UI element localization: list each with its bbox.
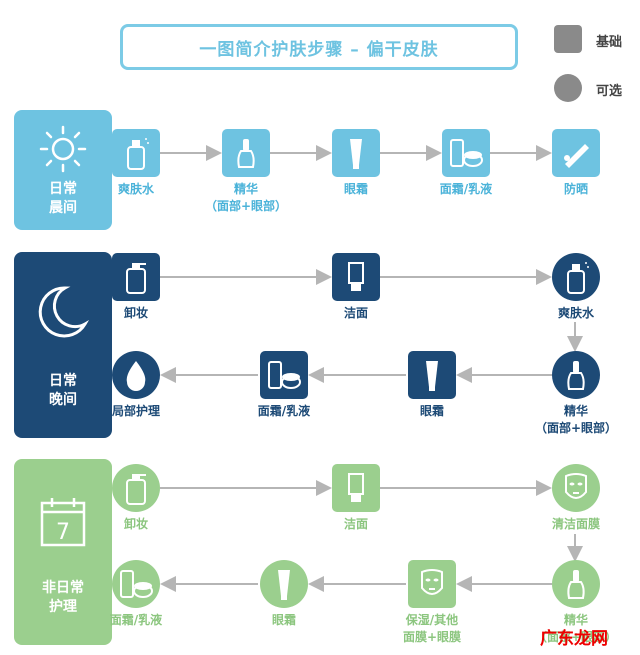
tube-icon [350, 139, 362, 169]
eye-cream-node [408, 351, 456, 399]
special-step-label: 面霜/乳液 [109, 613, 163, 627]
morning-step-sublabel: （面部+眼部） [204, 199, 288, 213]
watermark-text: 广东龙网 [540, 629, 608, 649]
legend-basic-label: 基础 [596, 35, 623, 50]
morning-step-label: 眼霜 [343, 182, 368, 196]
evening-step-sublabel: （面部+眼部） [534, 421, 618, 435]
legend-square-icon [554, 25, 582, 53]
face-mask-icon [565, 473, 587, 499]
spot-treatment-node [112, 351, 160, 399]
cleanser-node [332, 253, 380, 301]
legend-optional-label: 可选 [596, 84, 623, 99]
cream-jar-icon [268, 361, 301, 389]
evening-step-label: 眼霜 [419, 404, 444, 418]
toner-node [112, 129, 160, 177]
evening-step-label: 局部护理 [111, 404, 160, 418]
cream-jar-icon [120, 570, 153, 598]
makeup-remover-node [112, 464, 160, 512]
serum-node [222, 129, 270, 177]
cleanser-tube-icon [348, 473, 364, 502]
squeeze-tube-icon [564, 144, 589, 168]
morning-panel-line2: 晨间 [49, 200, 77, 216]
morning-panel: 日常 晨间 [14, 110, 112, 230]
eye-cream-node [332, 129, 380, 177]
cleanser-tube-icon [348, 262, 364, 291]
sunscreen-node [552, 129, 600, 177]
special-step-sublabel: （面部+眼部） [534, 630, 618, 644]
cream-jar-icon [450, 139, 483, 167]
cleanser-node [332, 464, 380, 512]
spray-bottle-icon [567, 262, 589, 294]
special-step-label: 洁面 [343, 517, 368, 531]
evening-panel-line1: 日常 [49, 373, 77, 389]
tube-icon [278, 570, 290, 600]
special-step-label: 卸妆 [123, 517, 148, 531]
eye-cream-node [260, 560, 308, 608]
special-step-label: 眼霜 [271, 613, 296, 627]
special-panel-line2: 护理 [49, 599, 77, 615]
toner-node [552, 253, 600, 301]
pump-bottle-icon [126, 474, 146, 505]
special-step-label: 保湿/其他 [405, 613, 459, 627]
evening-panel-line2: 晚间 [49, 392, 77, 408]
serum-node [552, 351, 600, 399]
special-step-label: 精华 [563, 613, 588, 627]
pump-bottle-icon [126, 263, 146, 294]
morning-step-label: 面霜/乳液 [439, 182, 493, 196]
cream-node [112, 560, 160, 608]
morning-step-label: 爽肤水 [117, 182, 154, 196]
evening-step-label: 卸妆 [123, 306, 148, 320]
clay-mask-node [552, 464, 600, 512]
evening-step-label: 面霜/乳液 [257, 404, 311, 418]
special-step-label: 清洁面膜 [551, 517, 600, 531]
droplet-icon [126, 361, 146, 391]
makeup-remover-node [112, 253, 160, 301]
page-title: 一图简介护肤步骤 – 偏干皮肤 [120, 24, 518, 70]
serum-node [552, 560, 600, 608]
dropper-bottle-icon [567, 361, 585, 390]
evening-step-label: 精华 [563, 404, 588, 418]
special-panel-line1: 非日常 [42, 580, 84, 596]
cream-node [260, 351, 308, 399]
evening-step-label: 爽肤水 [557, 306, 594, 320]
tube-icon [426, 361, 438, 391]
calendar-icon: 7 [40, 498, 86, 547]
dropper-bottle-icon [567, 570, 585, 599]
cream-node [442, 129, 490, 177]
spray-bottle-icon [127, 138, 149, 170]
face-mask-icon [421, 569, 443, 595]
morning-step-label: 精华 [233, 182, 258, 196]
evening-step-label: 洁面 [343, 306, 368, 320]
legend-circle-icon [554, 74, 582, 102]
hydrating-mask-node [408, 560, 456, 608]
morning-panel-line1: 日常 [49, 181, 77, 197]
sun-icon [39, 125, 87, 173]
special-step-sublabel: 面膜+眼膜 [402, 630, 462, 644]
evening-panel: 日常 晚间 [14, 252, 112, 438]
dropper-bottle-icon [237, 139, 255, 168]
calendar-day: 7 [56, 520, 70, 545]
special-panel: 7 非日常 护理 [14, 459, 112, 645]
moon-icon [38, 286, 90, 338]
morning-step-label: 防晒 [563, 182, 588, 196]
